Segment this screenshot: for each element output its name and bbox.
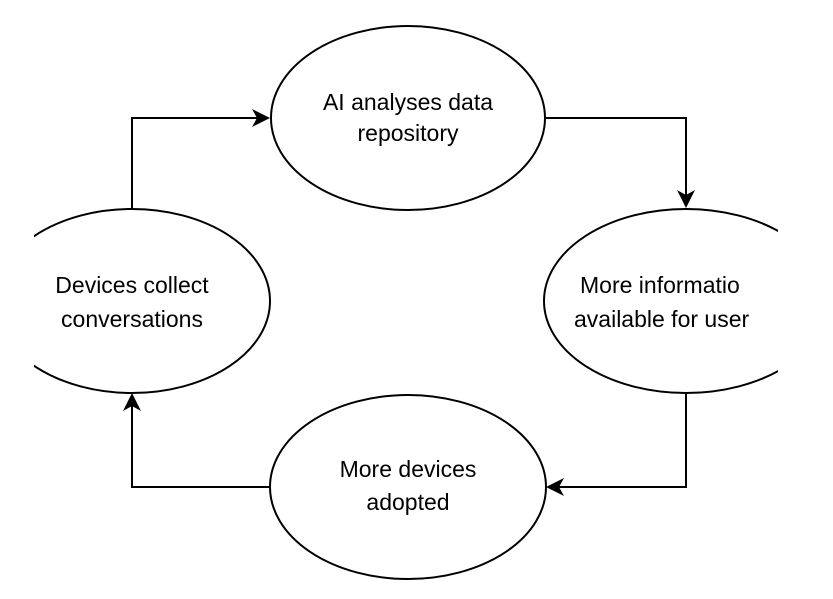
arrow-head-to-more-devices bbox=[546, 478, 564, 496]
node-devices-collect-label-line1: Devices collect bbox=[55, 272, 209, 298]
node-ai-analyses-label-line1: AI analyses data bbox=[323, 89, 493, 115]
node-more-information-label-line2: available for user bbox=[574, 306, 749, 332]
node-devices-collect-label-line2: conversations bbox=[61, 306, 203, 332]
arrow-head-to-ai-analyses bbox=[252, 109, 270, 127]
node-more-information-label-line1: More informatio bbox=[580, 272, 740, 298]
node-more-information: More informatio available for user bbox=[543, 208, 778, 394]
edge-ai-analyses-to-more-information bbox=[545, 117, 687, 196]
arrow-head-to-more-information bbox=[677, 190, 695, 208]
arrow-head-to-devices-collect bbox=[123, 393, 141, 411]
node-more-devices-label-line2: adopted bbox=[366, 489, 449, 515]
node-more-devices-label-line1: More devices bbox=[340, 456, 477, 482]
node-more-information-ellipse bbox=[543, 208, 778, 394]
node-more-devices-ellipse bbox=[269, 394, 547, 580]
node-ai-analyses: AI analyses data repository bbox=[270, 25, 546, 211]
edge-more-devices-to-devices-collect bbox=[131, 405, 270, 488]
nodes: AI analyses data repository More informa… bbox=[34, 25, 778, 580]
node-more-devices: More devices adopted bbox=[269, 394, 547, 580]
node-ai-analyses-ellipse bbox=[270, 25, 546, 211]
edge-devices-collect-to-ai-analyses bbox=[131, 117, 258, 210]
node-devices-collect-ellipse bbox=[34, 208, 271, 394]
node-ai-analyses-label-line2: repository bbox=[358, 120, 459, 146]
node-devices-collect: Devices collect conversations bbox=[34, 208, 271, 394]
edge-more-information-to-more-devices bbox=[558, 393, 687, 488]
edges bbox=[123, 109, 695, 496]
